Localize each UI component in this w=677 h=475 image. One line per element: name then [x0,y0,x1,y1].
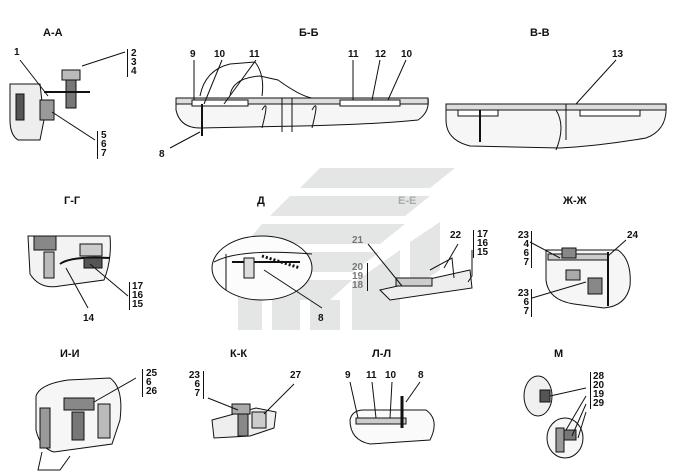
callout-stack-ee-right: 17 16 15 [477,229,489,258]
callout-stack-zhzh-bottom: 23 6 7 [515,288,529,317]
callout-bar [129,282,130,310]
callout-28: 28 [593,371,605,382]
callout-29: 29 [593,398,605,409]
callout-7: 7 [101,148,107,159]
callout-bar [127,49,128,77]
callout-25: 25 [146,368,158,379]
callout-1: 1 [14,47,20,58]
callout-stack-kk: 23 6 7 [186,370,200,399]
callout-stack-gg: 17 16 15 [132,281,144,310]
callout-7: 7 [194,388,200,399]
callout-11: 11 [348,49,359,60]
callout-16: 16 [132,290,144,301]
view-i-i [35,377,137,471]
section-title-v-v: В-В [530,27,550,39]
callout-10: 10 [401,49,413,60]
callout-3: 3 [131,57,137,68]
callout-11: 11 [249,49,260,60]
view-k-k [207,383,295,439]
callout-bar [203,371,204,399]
callout-5: 5 [101,130,107,141]
callout-stack-aa-bottom: 5 6 7 [101,130,107,159]
callout-11: 11 [366,370,377,381]
callout-bar [367,263,368,291]
view-v-v [445,59,667,151]
callout-stack-m: 28 20 19 29 [593,371,605,409]
callout-20: 20 [593,380,605,391]
callout-14: 14 [83,313,95,324]
callout-bar [590,372,591,409]
section-title-g-g: Г-Г [64,195,81,207]
callout-16: 16 [477,238,489,249]
section-title-a-a: А-А [43,27,63,39]
callout-23: 23 [517,288,529,299]
callout-8: 8 [159,149,165,160]
callout-15: 15 [477,247,489,258]
callout-6: 6 [523,248,529,259]
callout-stack-ee-left: 20 19 18 [352,262,364,291]
callout-10: 10 [214,49,226,60]
callout-6: 6 [146,377,152,388]
view-b-b [169,59,429,149]
view-g-g [27,235,129,309]
callout-9: 9 [190,49,196,60]
callout-23: 23 [188,370,200,381]
view-e-e [367,243,473,301]
callout-10: 10 [385,370,397,381]
callout-13: 13 [612,49,624,60]
callout-stack-aa-top: 2 3 4 [131,48,137,77]
callout-18: 18 [352,280,364,291]
callout-bar [97,131,98,159]
callout-stack-zhzh-top: 23 4 6 7 [515,230,529,268]
callout-bar [473,230,474,258]
callout-bar [531,289,532,317]
view-l-l [349,381,435,445]
callout-27: 27 [290,370,302,381]
callout-17: 17 [477,229,489,240]
view-zh-zh [529,239,631,309]
section-title-m: М [554,348,564,360]
callout-21: 21 [352,235,364,246]
section-title-i-i: И-И [60,348,80,360]
callout-6: 6 [523,297,529,308]
callout-19: 19 [593,389,605,400]
callout-6: 6 [101,139,107,150]
callout-26: 26 [146,386,158,397]
callout-7: 7 [523,257,529,268]
section-title-b-b: Б-Б [299,27,319,39]
section-title-e-e: Е-Е [398,195,417,207]
callout-2: 2 [131,48,137,59]
callout-24: 24 [627,230,639,241]
section-title-k-k: К-К [230,348,248,360]
view-a-a [9,51,126,141]
callout-bar [142,369,143,397]
callout-bar [531,231,532,268]
callout-22: 22 [450,230,462,241]
callout-23: 23 [517,230,529,241]
section-title-d: Д [257,195,265,207]
callout-20: 20 [352,262,364,273]
callout-8: 8 [318,313,324,324]
callout-4: 4 [523,239,529,250]
callout-15: 15 [132,299,144,310]
callout-stack-ii: 25 6 26 [146,368,158,397]
callout-7: 7 [523,306,529,317]
view-d [211,235,323,309]
callout-17: 17 [132,281,144,292]
view-m [523,375,587,459]
callout-8: 8 [418,370,424,381]
section-title-zh-zh: Ж-Ж [563,195,587,207]
section-title-l-l: Л-Л [372,348,392,360]
callout-6: 6 [194,379,200,390]
callout-12: 12 [375,49,387,60]
callout-4: 4 [131,66,137,77]
callout-19: 19 [352,271,364,282]
callout-9: 9 [345,370,351,381]
